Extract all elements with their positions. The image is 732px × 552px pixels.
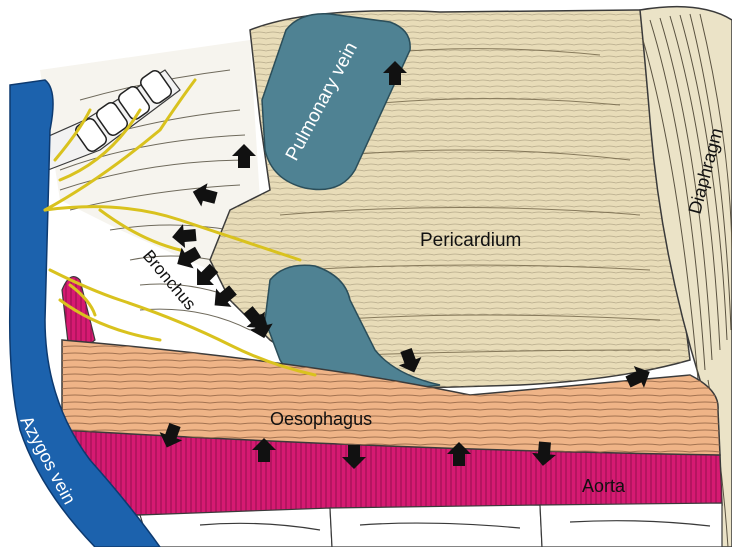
- label-aorta: Aorta: [582, 476, 626, 496]
- label-oesophagus: Oesophagus: [270, 409, 372, 429]
- label-pericardium: Pericardium: [420, 230, 521, 251]
